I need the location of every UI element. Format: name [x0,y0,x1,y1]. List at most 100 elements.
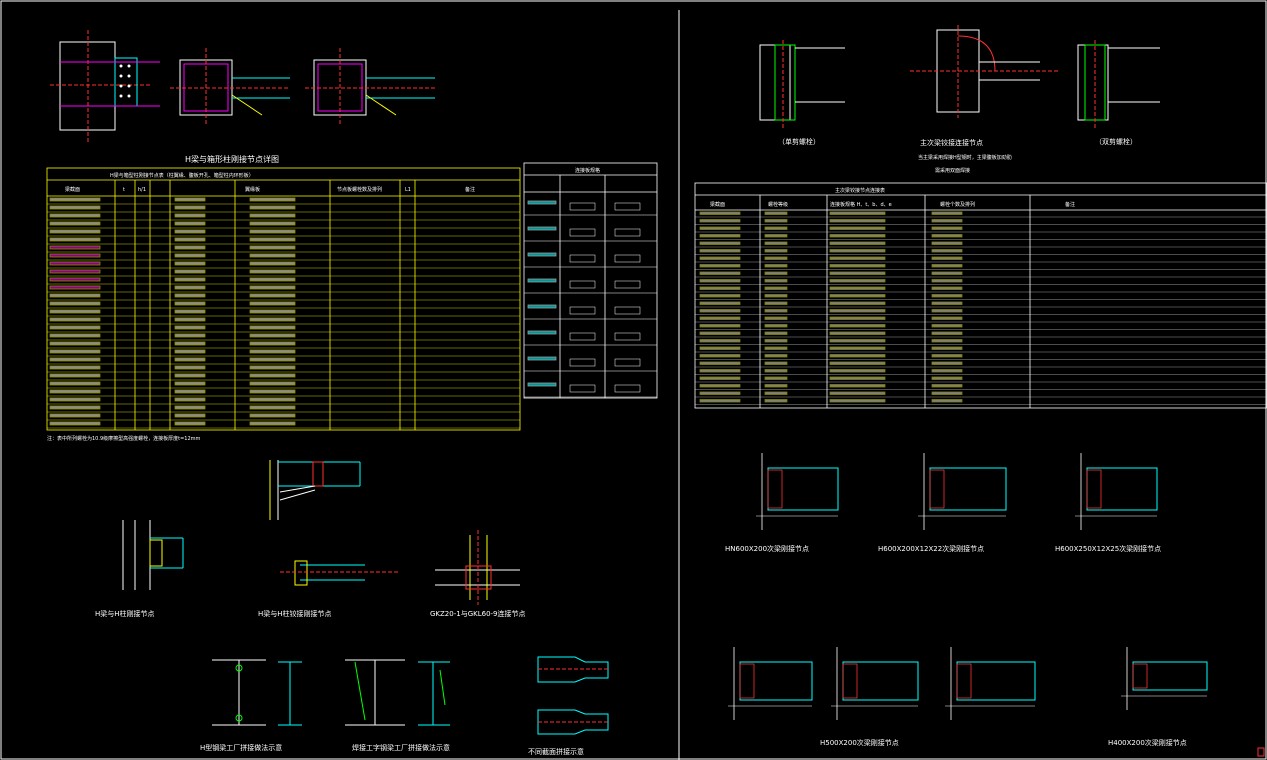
detail-beam-column [269,460,400,586]
label-secondary-node: 主次梁铰接连接节点 [920,138,983,147]
row-text-mark [49,261,101,266]
plate-sketch [614,202,641,211]
row-text-mark [174,421,206,426]
right-row-mark [931,241,963,245]
row-text-mark [174,253,206,258]
right-row-mark [829,294,886,298]
right-row-mark [829,286,886,290]
left-table-note: 注：表中所列螺栓为10.9级摩擦型高强度螺栓，连接板厚度t=12mm [47,435,201,442]
row-text-mark [49,413,101,418]
right-row-mark [829,234,886,238]
row-text-mark [49,301,101,306]
plate-sketch [569,202,596,211]
right-row-mark [764,324,788,328]
right-secondary-nodes [728,453,1208,720]
right-row-mark [699,361,741,365]
right-row-mark [829,309,886,313]
right-table-title: 主次梁铰接节点连接表 [835,187,885,194]
row-text-mark [174,397,206,402]
right-row-mark [699,346,741,350]
right-row-mark [699,249,741,253]
row-text-mark [249,261,296,266]
right-row-mark [764,264,788,268]
plate-row-mark [527,356,557,361]
row-text-mark [49,317,101,322]
right-top-single-shear [759,40,845,128]
row-text-mark [174,293,206,298]
row-text-mark [174,333,206,338]
right-header-plate: 连接板规格 H、t、b、d、e [830,201,892,208]
leader [231,94,263,116]
right-row-mark [699,354,741,358]
right-row-mark [764,271,788,275]
right-row-mark [764,301,788,305]
right-row-mark [829,211,886,215]
row-text-mark [174,405,206,410]
row-text-mark [49,269,101,274]
label-double-shear: （双剪螺栓） [1095,137,1137,146]
right-row-mark [829,279,886,283]
row-text-mark [249,197,296,202]
plate-sketch [614,280,641,289]
right-row-mark [699,399,741,403]
right-row-mark [829,361,886,365]
right-row-mark [829,249,886,253]
right-row-mark [699,331,741,335]
row-text-mark [174,365,206,370]
right-row-mark [931,286,963,290]
right-row-mark [699,219,741,223]
row-text-mark [249,205,296,210]
plate-sketch [614,358,641,367]
right-row-mark [829,301,886,305]
right-row-mark [699,369,741,373]
row-text-mark [249,213,296,218]
row-text-mark [249,333,296,338]
right-top-secondary-node [910,25,1060,118]
right-row-mark [931,391,963,395]
connection-plate [767,469,783,509]
right-row-mark [764,279,788,283]
table-frame [46,167,521,431]
right-row-mark [829,391,886,395]
row-text-mark [249,309,296,314]
row-text-mark [49,341,101,346]
right-row-mark [764,354,788,358]
plate-row-mark [527,278,557,283]
right-row-mark [764,211,788,215]
row-text-mark [249,221,296,226]
row-text-mark [174,309,206,314]
caption-column-node: H梁与H柱刚接节点 [95,609,155,618]
plate-row-mark [527,382,557,387]
detail-gkz [435,530,520,605]
row-text-mark [249,349,296,354]
row-text-mark [49,221,101,226]
left-top-detail-3 [305,48,435,125]
left-top-detail-2 [170,48,290,125]
caption-gkz: GKZ20-1与GKL60-9连接节点 [430,609,526,618]
row-text-mark [249,293,296,298]
left-top-title: H梁与箱形柱刚接节点详图 [185,154,279,164]
right-row-mark [699,241,741,245]
row-text-mark [49,421,101,426]
connection-plate [929,469,945,509]
row-text-mark [49,245,101,250]
right-row-mark [764,384,788,388]
connection-plate [842,663,858,699]
plate-sketch [614,254,641,263]
detail-h-factory [212,659,302,726]
right-row-mark [931,384,963,388]
right-row-mark [764,339,788,343]
row-text-mark [249,245,296,250]
left-header-bolts: 节点板螺栓数及排列 [337,186,382,193]
right-row-mark [764,294,788,298]
detail-builtup-factory [345,659,450,726]
right-row-mark [699,391,741,395]
row-text-mark [249,389,296,394]
row-text-mark [174,285,206,290]
right-row-mark [931,361,963,365]
right-row-mark [931,256,963,260]
row-text-mark [249,341,296,346]
row-text-mark [249,317,296,322]
right-row-mark [931,234,963,238]
left-header-plate: 翼缘板 [245,186,260,193]
